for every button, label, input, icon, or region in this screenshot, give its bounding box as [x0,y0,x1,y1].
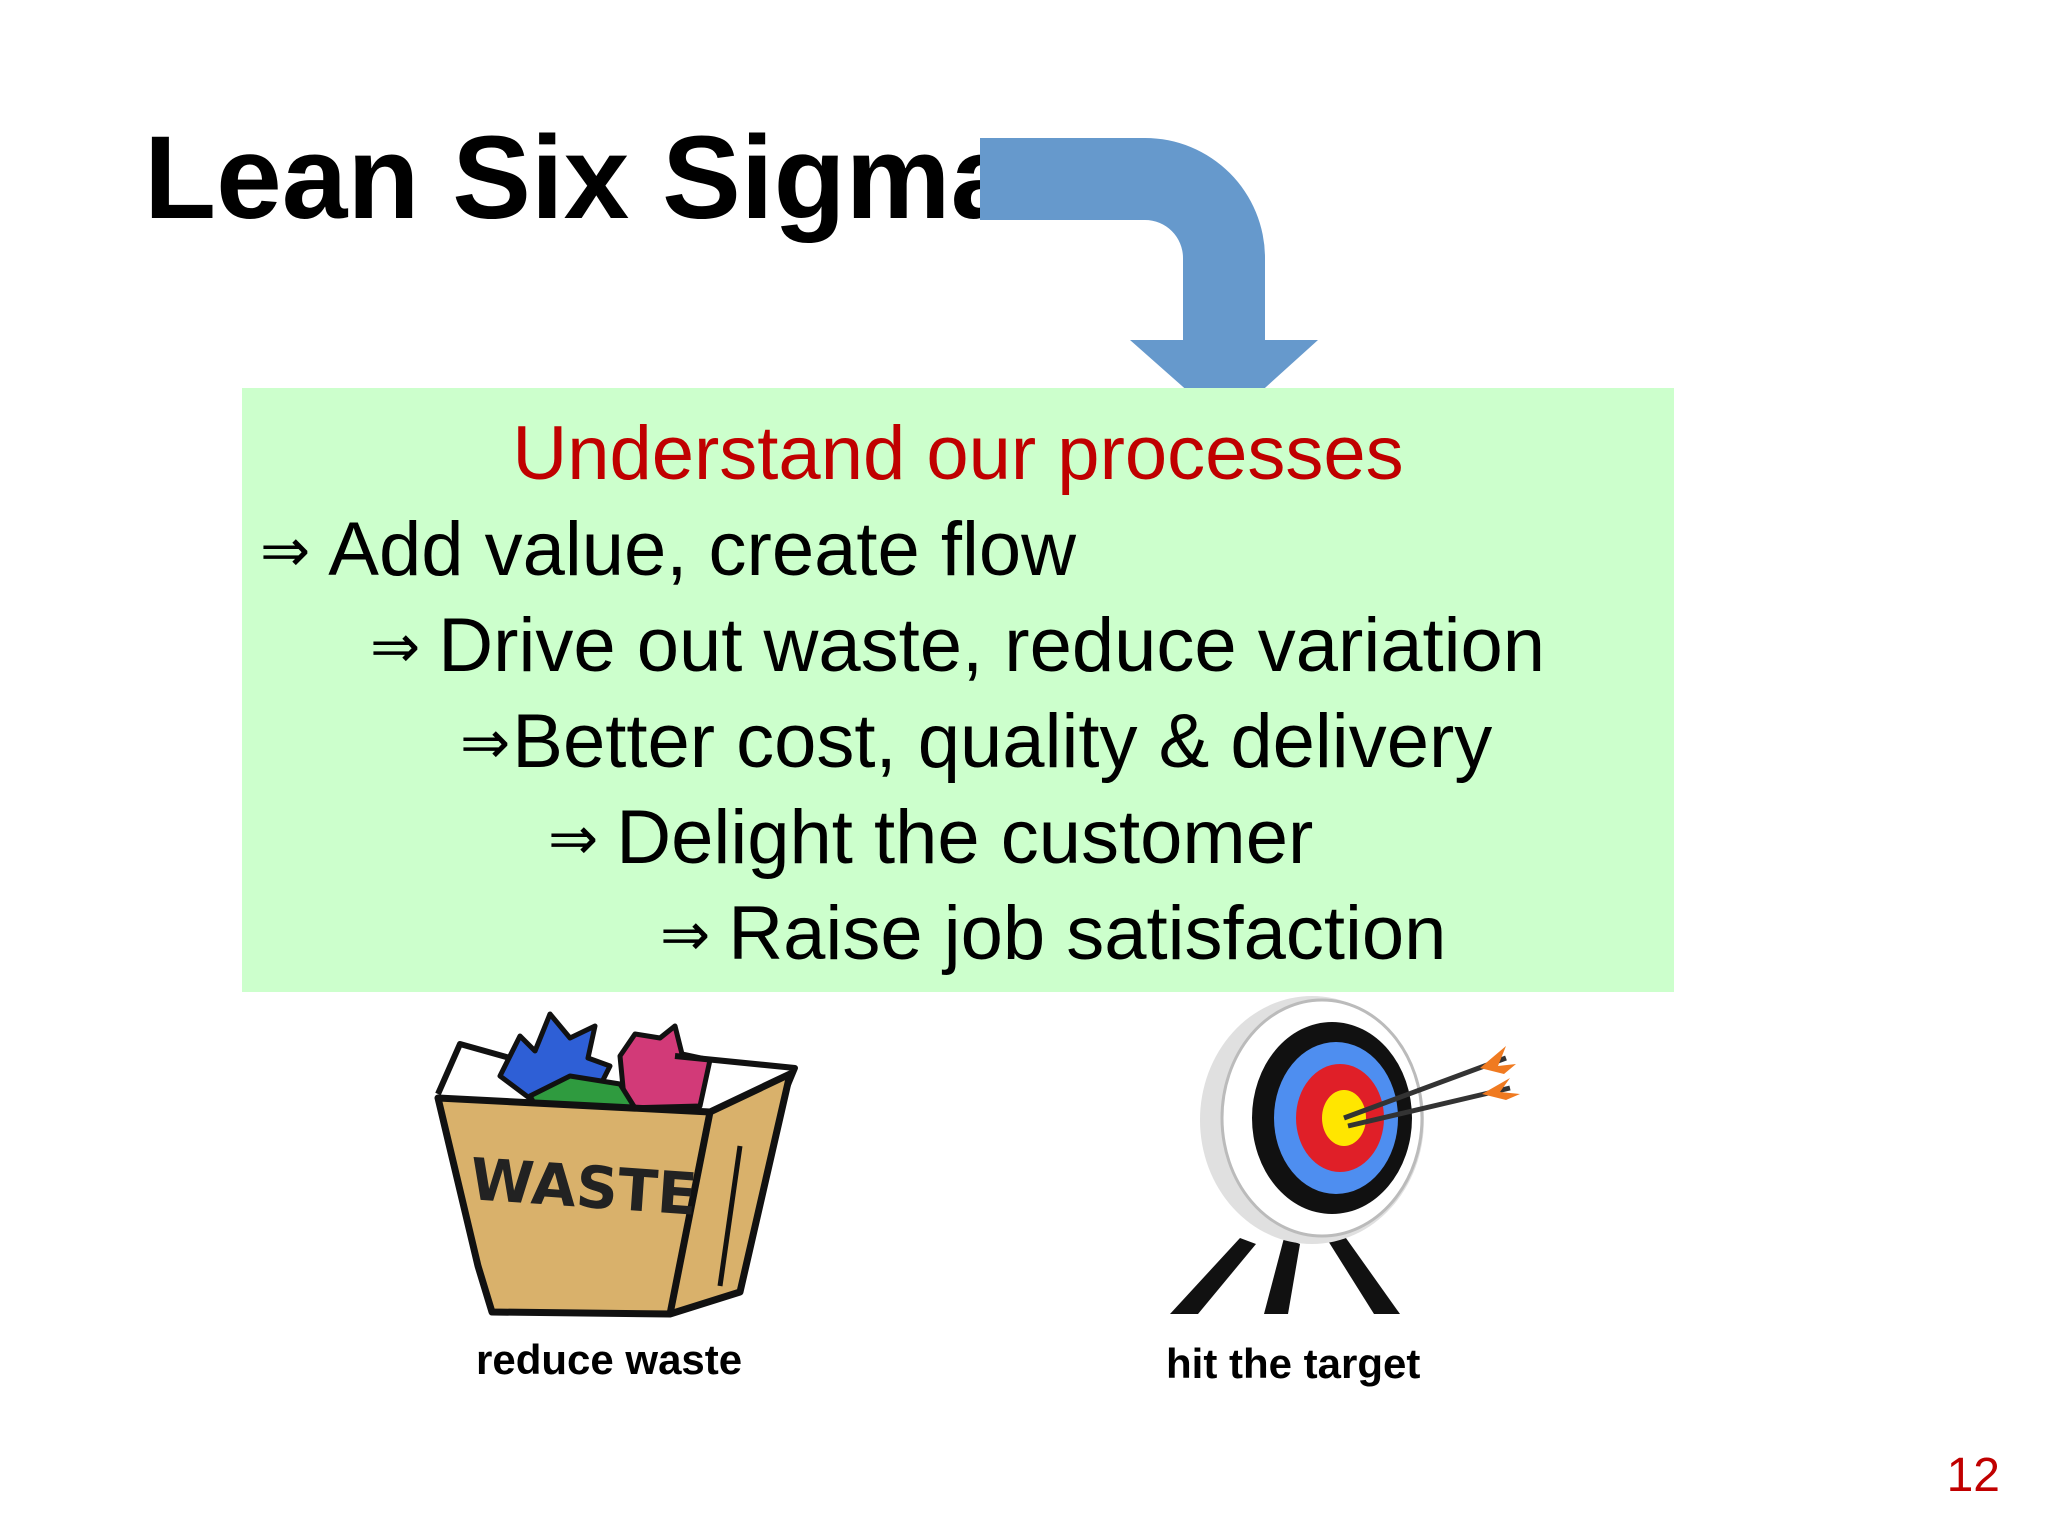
step-delight-customer: ⇒Delight the customer [548,790,1313,887]
step-add-value: ⇒Add value, create flow [260,502,1076,599]
caption-reduce-waste: reduce waste [476,1336,743,1383]
implies-icon: ⇒ [548,804,599,874]
curved-down-arrow-icon [980,138,1318,424]
waste-label: WASTE [468,1145,699,1229]
step-text: Raise job satisfaction [728,891,1447,976]
archery-target-icon [1170,996,1520,1314]
step-text: Better cost, quality & delivery [512,699,1493,784]
page-number: 12 [1946,1449,2000,1502]
process-box: Understand our processes ⇒Add value, cre… [242,388,1674,992]
implies-icon: ⇒ [660,900,711,970]
implies-icon: ⇒ [260,516,311,586]
step-drive-out-waste: ⇒Drive out waste, reduce variation [370,598,1545,695]
step-text: Delight the customer [616,795,1314,880]
waste-basket-icon: WASTE [434,1011,798,1318]
step-text: Drive out waste, reduce variation [438,603,1546,688]
implies-icon: ⇒ [370,612,421,682]
step-raise-satisfaction: ⇒Raise job satisfaction [660,886,1446,983]
step-better-cost: ⇒Better cost, quality & delivery [460,694,1492,791]
slide-title: Lean Six Sigma [144,112,1017,244]
process-headline: Understand our processes [512,411,1404,496]
step-text: Add value, create flow [328,507,1077,592]
caption-hit-target: hit the target [1166,1340,1421,1387]
implies-icon: ⇒ [460,708,511,778]
